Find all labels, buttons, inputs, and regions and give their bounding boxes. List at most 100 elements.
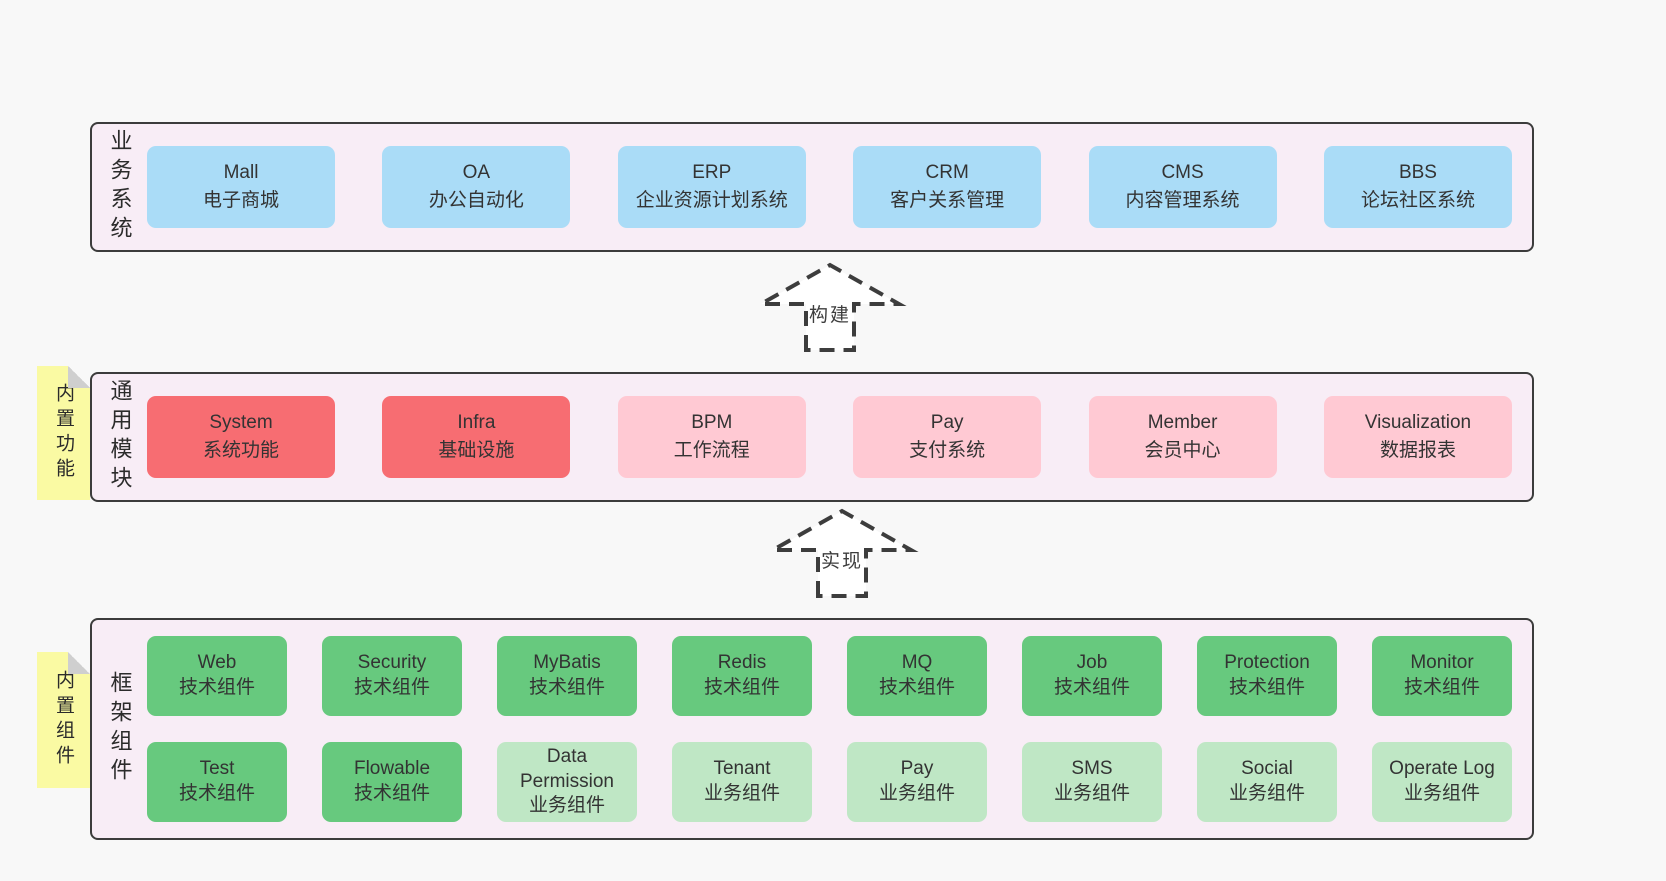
- box-title-en: CRM: [925, 161, 969, 183]
- box-erp: ERP 企业资源计划系统: [617, 146, 806, 228]
- box-title-en: Job: [1076, 652, 1108, 674]
- box-title-en: Tenant: [713, 758, 771, 780]
- arrow-build: 构建: [745, 260, 915, 352]
- box-title-zh: 会员中心: [1144, 440, 1221, 461]
- box-title-zh: 技术组件: [353, 677, 430, 698]
- box-infra: Infra 基础设施: [382, 396, 571, 478]
- box-monitor: Monitor 技术组件: [1372, 636, 1512, 716]
- box-title-en: CMS: [1161, 161, 1204, 183]
- box-title-en: Mall: [223, 161, 259, 183]
- box-title-zh: 技术组件: [178, 783, 255, 804]
- arrow-label: 实现: [820, 551, 863, 572]
- box-title-zh: 技术组件: [703, 677, 780, 698]
- box-member: Member 会员中心: [1088, 396, 1277, 478]
- box-protection: Protection 技术组件: [1197, 636, 1337, 716]
- layer-framework-components: 框架组件 Web 技术组件 Security 技术组件 MyBatis 技术组件…: [90, 618, 1534, 840]
- box-title-zh: 办公自动化: [428, 190, 524, 211]
- framework-row-1: Web 技术组件 Security 技术组件 MyBatis 技术组件 Redi…: [147, 636, 1512, 716]
- box-bpm: BPM 工作流程: [617, 396, 806, 478]
- note-text: 内置组件: [53, 670, 74, 770]
- box-title-zh: 技术组件: [353, 783, 430, 804]
- box-title-zh: 论坛社区系统: [1360, 190, 1475, 211]
- layer-common-modules: 通用模块 System 系统功能 Infra 基础设施 BPM 工作流程 Pay…: [90, 372, 1534, 502]
- box-title-en: System: [209, 411, 273, 433]
- box-title-zh: 技术组件: [1228, 677, 1305, 698]
- box-title-zh: 技术组件: [878, 677, 955, 698]
- box-title-zh: 客户关系管理: [890, 190, 1005, 211]
- box-title-zh: 业务组件: [1403, 783, 1480, 804]
- note-fold: [68, 366, 90, 388]
- box-social: Social 业务组件: [1197, 742, 1337, 822]
- module-boxes: System 系统功能 Infra 基础设施 BPM 工作流程 Pay 支付系统…: [147, 374, 1532, 500]
- box-title-en: Data Permission: [520, 745, 614, 792]
- box-title-en: Visualization: [1364, 411, 1472, 433]
- arrow-label: 构建: [808, 305, 851, 326]
- box-title-zh: 技术组件: [1053, 677, 1130, 698]
- box-title-zh: 业务组件: [1228, 783, 1305, 804]
- sticky-note-builtin-features: 内置功能: [37, 366, 90, 500]
- box-title-en: Flowable: [353, 758, 431, 780]
- layer-label-modules: 通用模块: [107, 379, 133, 495]
- box-title-zh: 业务组件: [878, 783, 955, 804]
- box-flowable: Flowable 技术组件: [322, 742, 462, 822]
- dashed-up-arrow-icon: [753, 262, 907, 352]
- box-title-zh: 系统功能: [202, 440, 279, 461]
- box-oa: OA 办公自动化: [382, 146, 571, 228]
- framework-row-2: Test 技术组件 Flowable 技术组件 Data Permission …: [147, 742, 1512, 822]
- dashed-up-arrow-icon: [765, 508, 919, 598]
- box-mq: MQ 技术组件: [847, 636, 987, 716]
- box-title-zh: 业务组件: [528, 795, 605, 817]
- box-title-zh: 内容管理系统: [1125, 190, 1240, 211]
- box-title-en: Pay: [930, 411, 964, 433]
- box-title-zh: 企业资源计划系统: [635, 190, 788, 211]
- box-mall: Mall 电子商城: [147, 146, 335, 228]
- box-title-en: Pay: [900, 758, 934, 780]
- layer-business-systems: 业务系统 Mall 电子商城 OA 办公自动化 ERP 企业资源计划系统 CRM…: [90, 122, 1534, 252]
- box-title-en: MyBatis: [533, 652, 601, 674]
- box-title-en: Web: [197, 652, 237, 674]
- box-title-en: Protection: [1224, 652, 1310, 674]
- business-boxes: Mall 电子商城 OA 办公自动化 ERP 企业资源计划系统 CRM 客户关系…: [147, 124, 1532, 250]
- box-title-zh: 基础设施: [438, 440, 515, 461]
- box-title-en: Monitor: [1410, 652, 1474, 674]
- box-crm: CRM 客户关系管理: [853, 146, 1042, 228]
- layer-label-business: 业务系统: [107, 129, 133, 245]
- box-title-zh: 工作流程: [673, 440, 750, 461]
- note-text: 内置功能: [53, 383, 74, 483]
- box-data-permission: Data Permission 业务组件: [497, 742, 637, 822]
- box-title-zh: 业务组件: [703, 783, 780, 804]
- box-job: Job 技术组件: [1022, 636, 1162, 716]
- box-title-zh: 支付系统: [909, 440, 986, 461]
- box-title-en: OA: [462, 161, 491, 183]
- box-title-en: Infra: [457, 411, 496, 433]
- box-title-en: Social: [1241, 758, 1293, 780]
- box-bbs: BBS 论坛社区系统: [1323, 146, 1512, 228]
- box-tenant: Tenant 业务组件: [672, 742, 812, 822]
- box-title-en: ERP: [692, 161, 732, 183]
- box-sms: SMS 业务组件: [1022, 742, 1162, 822]
- layer-label-framework: 框架组件: [107, 671, 133, 787]
- box-title-zh: 技术组件: [1403, 677, 1480, 698]
- box-title-zh: 电子商城: [202, 190, 279, 211]
- box-title-zh: 技术组件: [178, 677, 255, 698]
- box-title-en: Security: [357, 652, 427, 674]
- note-fold: [68, 652, 90, 674]
- box-title-en: MQ: [901, 652, 933, 674]
- box-mybatis: MyBatis 技术组件: [497, 636, 637, 716]
- box-title-en: Test: [199, 758, 235, 780]
- box-operate-log: Operate Log 业务组件: [1372, 742, 1512, 822]
- box-title-zh: 技术组件: [528, 677, 605, 698]
- box-title-en: BBS: [1398, 161, 1437, 183]
- box-system: System 系统功能: [147, 396, 335, 478]
- box-title-en: Member: [1147, 411, 1218, 433]
- box-title-en: Operate Log: [1389, 758, 1495, 780]
- box-title-en: BPM: [691, 411, 733, 433]
- box-web: Web 技术组件: [147, 636, 287, 716]
- box-cms: CMS 内容管理系统: [1088, 146, 1277, 228]
- box-pay: Pay 支付系统: [853, 396, 1042, 478]
- box-security: Security 技术组件: [322, 636, 462, 716]
- box-test: Test 技术组件: [147, 742, 287, 822]
- box-pay-component: Pay 业务组件: [847, 742, 987, 822]
- box-title-zh: 数据报表: [1379, 440, 1456, 461]
- sticky-note-builtin-components: 内置组件: [37, 652, 90, 788]
